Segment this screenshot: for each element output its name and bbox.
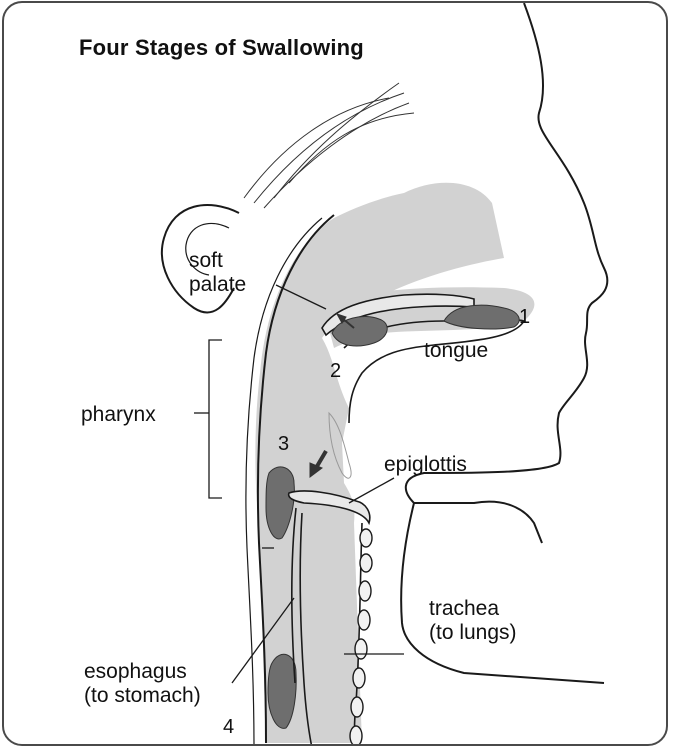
tongue-label: tongue <box>424 339 488 363</box>
stage-number-1: 1 <box>519 306 530 329</box>
stage-number-2: 2 <box>330 360 341 383</box>
trachea-label: trachea (to lungs) <box>429 597 517 645</box>
soft-palate-label-line2: palate <box>189 273 246 297</box>
soft-palate-label-line1: soft <box>189 249 246 273</box>
epiglottis-label: epiglottis <box>384 453 467 477</box>
diagram-title: Four Stages of Swallowing <box>79 35 364 61</box>
esophagus-label-line2: (to stomach) <box>84 684 201 708</box>
pharynx-label: pharynx <box>81 403 156 427</box>
soft-palate-label: soft palate <box>189 249 246 297</box>
trachea-label-line1: trachea <box>429 597 517 621</box>
esophagus-label-line1: esophagus <box>84 660 201 684</box>
hair-strokes <box>244 83 414 208</box>
stage-number-4: 4 <box>223 716 234 739</box>
trachea-label-line2: (to lungs) <box>429 621 517 645</box>
neck-front-outline <box>401 503 604 683</box>
stage-number-3: 3 <box>278 433 289 456</box>
esophagus-label: esophagus (to stomach) <box>84 660 201 708</box>
